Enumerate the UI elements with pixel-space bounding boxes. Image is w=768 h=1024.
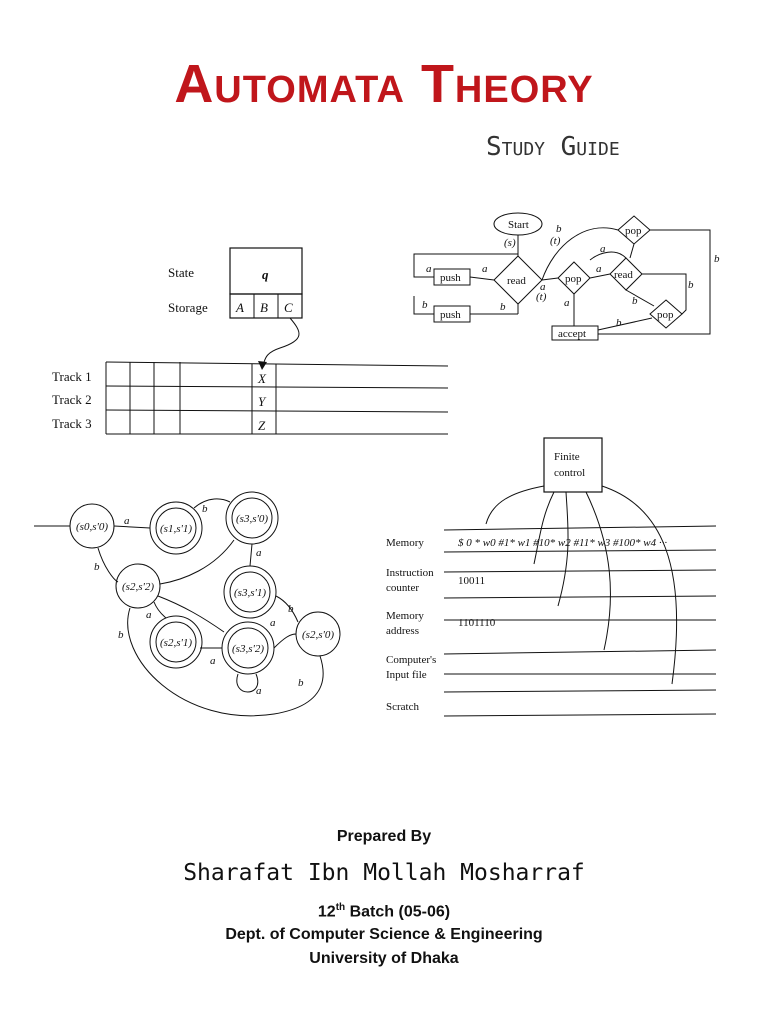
diagram-label: Computer's <box>386 654 436 666</box>
diagram-label: (t) <box>550 235 561 247</box>
diagram-label: (t) <box>536 291 547 303</box>
diagram-label: b <box>298 677 304 689</box>
track-3-label: Track 3 <box>52 416 92 431</box>
state-s2-s0: (s2,s'0) <box>302 629 334 641</box>
diagram-label: a <box>124 515 130 527</box>
batch-rest: Batch (05-06) <box>345 903 451 921</box>
diagram-label: a <box>270 617 276 629</box>
storage-cell-b: B <box>260 300 268 315</box>
diagram-label: Instruction <box>386 567 434 579</box>
storage-cell-c: C <box>284 300 293 315</box>
storage-cell-a: A <box>235 300 244 315</box>
university: University of Dhaka <box>309 950 459 967</box>
state-s3-s2: (s3,s'2) <box>232 643 264 655</box>
memory-content: $ 0 * w0 #1* w1 #10* w2 #11* w3 #100* w4… <box>458 537 667 549</box>
ram-diagram: Finite control Memory $ 0 * w0 #1* w1 #1… <box>386 437 717 717</box>
flowchart-pop-2: pop <box>565 273 582 285</box>
diagram-label: b <box>688 279 694 291</box>
diagram-label: a <box>426 263 432 275</box>
diagram-label: address <box>386 625 419 637</box>
diagram-label: a <box>256 685 262 697</box>
page-subtitle: Study Guide <box>486 132 620 162</box>
flowchart-accept: accept <box>558 328 586 340</box>
department: Dept. of Computer Science & Engineering <box>225 926 543 943</box>
pda-flowchart: Start (s) read push push a b a b pop pop… <box>413 212 720 341</box>
page-title: Automata Theory <box>174 54 594 114</box>
author-name: Sharafat Ibn Mollah Mosharraf <box>183 860 585 886</box>
state-s3-s1: (s3,s'1) <box>234 587 266 599</box>
scratch-label: Scratch <box>386 701 419 713</box>
batch-line: 12th Batch (05-06) <box>0 902 768 921</box>
state-s2-s1: (s2,s'1) <box>160 637 192 649</box>
state-s2-s2: (s2,s'2) <box>122 581 154 593</box>
diagram-label: a <box>256 547 262 559</box>
multitrack-diagram: State q Storage A B C Track 1 Track 2 Tr… <box>52 247 449 435</box>
track-1-label: Track 1 <box>52 369 92 384</box>
diagram-label: b <box>500 301 506 313</box>
flowchart-pop-3: pop <box>657 309 674 321</box>
memory-label: Memory <box>386 537 424 549</box>
diagram-label: b <box>118 629 124 641</box>
track-1-symbol: X <box>257 371 267 386</box>
diagram-label: a <box>482 263 488 275</box>
diagram-label: b <box>616 317 622 329</box>
storage-label: Storage <box>168 300 208 315</box>
diagram-label: b <box>422 299 428 311</box>
diagram-label: (s) <box>504 237 516 249</box>
instruction-counter-value: 10011 <box>458 575 485 587</box>
batch-ordinal: 12 <box>317 903 336 921</box>
diagram-label: a <box>146 609 152 621</box>
memory-address-value: 1101110 <box>458 617 496 629</box>
flowchart-push-1: push <box>440 272 461 284</box>
flowchart-start: Start <box>508 219 529 231</box>
diagram-label: Memory <box>386 610 424 622</box>
track-2-label: Track 2 <box>52 392 92 407</box>
finite-control-line2: control <box>554 467 585 479</box>
diagram-label: b <box>94 561 100 573</box>
diagram-label: a <box>596 263 602 275</box>
state-s3-s0: (s3,s'0) <box>236 513 268 525</box>
diagram-label: b <box>202 503 208 515</box>
diagram-label: b <box>556 223 562 235</box>
product-automaton: (s0,s'0) (s1,s'1) (s3,s'0) (s2,s'2) (s3,… <box>34 491 341 717</box>
flowchart-pop-1: pop <box>625 225 642 237</box>
diagram-label: b <box>632 295 638 307</box>
diagram-label: a <box>540 281 546 293</box>
diagram-label: a <box>564 297 570 309</box>
batch-suffix: th <box>335 902 346 913</box>
track-3-symbol: Z <box>258 418 266 433</box>
diagram-label: b <box>288 603 294 615</box>
track-2-symbol: Y <box>258 394 267 409</box>
diagram-label: counter <box>386 582 419 594</box>
diagram-label: Input file <box>386 669 427 681</box>
state-value: q <box>262 267 269 282</box>
state-s1-s1: (s1,s'1) <box>160 523 192 535</box>
diagram-label: a <box>210 655 216 667</box>
flowchart-push-2: push <box>440 309 461 321</box>
flowchart-read-2: read <box>614 269 633 281</box>
flowchart-read-1: read <box>507 275 526 287</box>
finite-control-line1: Finite <box>554 451 580 463</box>
diagram-label: a <box>600 243 606 255</box>
state-label: State <box>168 265 194 280</box>
state-s0-s0: (s0,s'0) <box>76 521 108 533</box>
diagram-label: b <box>714 253 720 265</box>
prepared-by-label: Prepared By <box>336 828 432 845</box>
